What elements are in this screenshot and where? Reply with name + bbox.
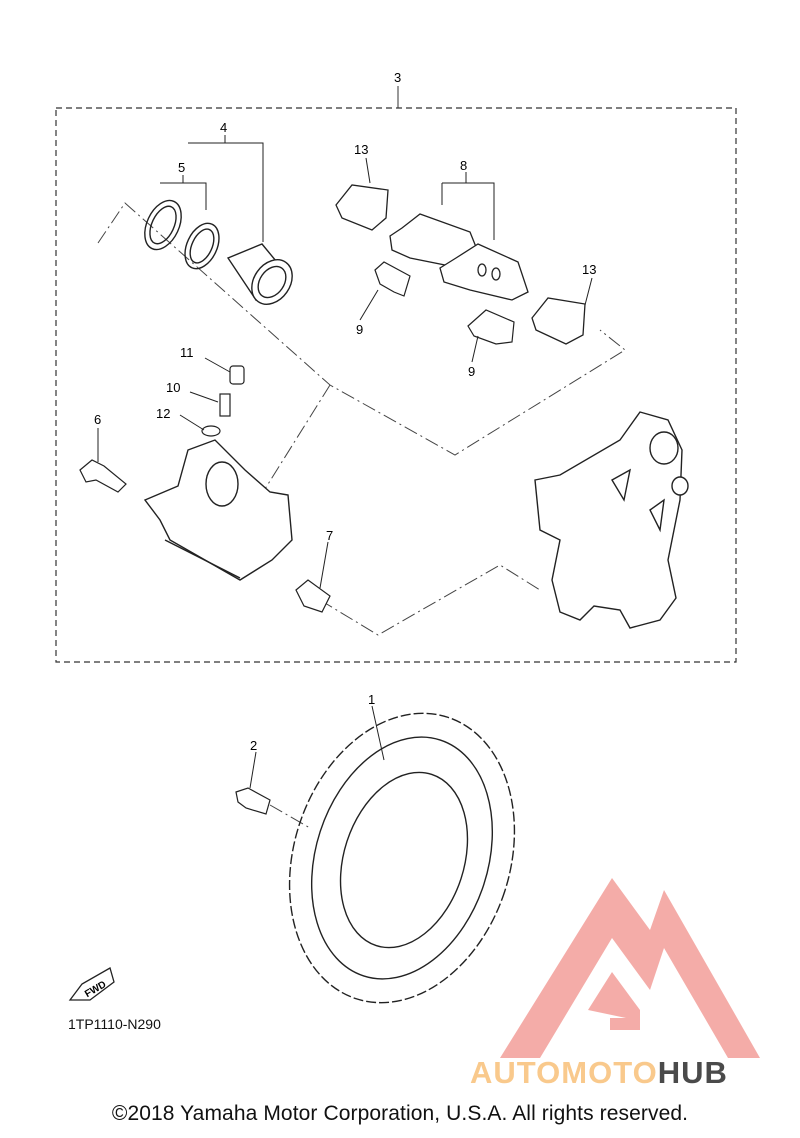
- callout-1: 1: [368, 692, 375, 707]
- callout-12: 12: [156, 406, 170, 421]
- callout-4: 4: [220, 120, 227, 135]
- watermark-part2: HUB: [657, 1055, 728, 1090]
- piston-seal-part: [144, 199, 220, 270]
- callout-5: 5: [178, 160, 185, 175]
- brake-disc-part: [288, 712, 516, 1004]
- watermark-logo-icon: [500, 878, 760, 1058]
- bolt-6-part: [79, 459, 127, 493]
- callout-2: 2: [250, 738, 257, 753]
- callout-11: 11: [180, 345, 194, 360]
- callout-labels: 1 2 3 4 5 6 7 8 9 9 10 11 12 13 13: [94, 70, 596, 753]
- watermark-text: AUTOMOTOHUB: [470, 1055, 728, 1091]
- leader-lines: [97, 135, 593, 789]
- bleed-screw-part: [201, 365, 245, 437]
- pad-shim-part: [335, 184, 586, 345]
- callout-13a: 13: [354, 142, 368, 157]
- callout-9a: 9: [356, 322, 363, 337]
- fwd-arrow-icon: FWD: [68, 967, 115, 1001]
- piston-part: [226, 243, 293, 305]
- copyright-notice: ©2018 Yamaha Motor Corporation, U.S.A. A…: [111, 1102, 689, 1125]
- callout-9b: 9: [468, 364, 475, 379]
- assembly-boundary: [55, 107, 737, 663]
- pad-spring-part: [374, 261, 515, 345]
- diagram-code: 1TP1110-N290: [68, 1016, 161, 1032]
- callout-10: 10: [166, 380, 180, 395]
- watermark-part1: AUTOMOTO: [470, 1055, 658, 1090]
- brake-pad-part: [389, 213, 529, 301]
- callout-7: 7: [326, 528, 333, 543]
- disc-bolt-part: [235, 787, 271, 815]
- callout-13b: 13: [582, 262, 596, 277]
- slide-pin-part: [295, 579, 331, 613]
- caliper-body-part: [143, 439, 293, 581]
- caliper-bracket-part: [534, 411, 689, 629]
- callout-8: 8: [460, 158, 467, 173]
- assembly-lines: [97, 202, 626, 829]
- callout-3: 3: [394, 70, 401, 85]
- callout-6: 6: [94, 412, 101, 427]
